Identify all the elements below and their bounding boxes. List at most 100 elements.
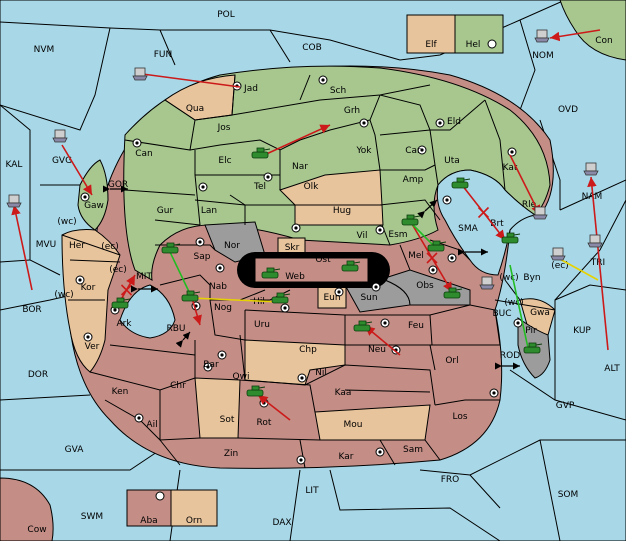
army-unit-icon[interactable] xyxy=(501,232,521,244)
fleet-unit-icon[interactable] xyxy=(6,194,22,208)
army-unit-icon[interactable] xyxy=(353,320,373,332)
supply-center-icon xyxy=(359,118,369,128)
region-label-vil: Vil xyxy=(357,231,368,241)
region-label-nar: Nar xyxy=(292,162,308,172)
region-label-kaa: Kaa xyxy=(335,388,352,398)
region-label-gwa: Gwa xyxy=(530,308,550,318)
army-unit-icon[interactable] xyxy=(261,267,281,279)
order-move-arrow xyxy=(61,144,93,196)
army-unit-icon[interactable] xyxy=(251,147,271,159)
supply-center-icon xyxy=(195,237,205,247)
region-label-kor: Kor xyxy=(81,283,96,293)
region-label-jad: Jad xyxy=(243,84,258,94)
region-label-ark: Ark xyxy=(116,319,132,329)
units xyxy=(6,29,603,397)
army-unit-icon[interactable] xyxy=(246,385,266,397)
region-label-nam: NAM xyxy=(582,192,603,202)
supply-center-icon xyxy=(134,413,144,423)
supply-center-icon xyxy=(297,373,307,383)
region-label-buc: BUC xyxy=(492,309,511,319)
region-label-mit: MIT xyxy=(136,272,152,282)
region-label-chp: Chp xyxy=(299,345,317,355)
legend-label: Orn xyxy=(186,516,202,526)
region-cow xyxy=(0,477,54,541)
region-label-som: SOM xyxy=(558,490,579,500)
region-label-mel: Mel xyxy=(408,251,424,261)
army-unit-icon[interactable] xyxy=(401,214,421,226)
fleet-unit-icon[interactable] xyxy=(132,67,148,81)
region-label-can: Can xyxy=(135,149,153,159)
legend-bottom-left xyxy=(126,489,218,527)
region-label-her: Her xyxy=(69,241,85,251)
region-label-los: Los xyxy=(452,412,467,422)
region-label-esm: Esm xyxy=(388,230,407,240)
region-label-kar: Kar xyxy=(339,452,354,462)
fleet-unit-icon[interactable] xyxy=(532,206,548,220)
region-label-rod: ROD xyxy=(500,351,520,361)
region-label-brt: Brt xyxy=(490,219,504,229)
region-label-byn: Byn xyxy=(523,273,540,283)
order-move-arrow xyxy=(364,325,401,356)
region-label-cow: Cow xyxy=(27,525,46,535)
fleet-unit-icon[interactable] xyxy=(52,129,68,143)
army-unit-icon[interactable] xyxy=(341,260,361,272)
supply-center-icon xyxy=(80,192,90,202)
coast-label: (ec) xyxy=(101,242,119,252)
order-move-arrow xyxy=(191,297,202,326)
fleet-unit-icon[interactable] xyxy=(550,247,566,261)
army-unit-icon[interactable] xyxy=(427,240,447,252)
region-sot xyxy=(194,377,241,439)
region-label-nvm: NVM xyxy=(34,45,55,55)
supply-center-icon xyxy=(296,455,306,465)
region-label-feu: Feu xyxy=(408,321,424,331)
region-label-kup: KUP xyxy=(573,326,591,336)
fleet-unit-icon[interactable] xyxy=(583,162,599,176)
supply-center-icon xyxy=(217,350,227,360)
supply-center-icon xyxy=(428,265,438,275)
order-convoy-arrow xyxy=(191,297,281,303)
region-label-swm: SWM xyxy=(81,512,103,522)
fleet-unit-icon[interactable] xyxy=(479,276,495,290)
region-label-chr: Chr xyxy=(170,381,186,391)
region-label-ovd: OVD xyxy=(558,105,578,115)
fleet-unit-icon[interactable] xyxy=(587,234,603,248)
supply-center-icon xyxy=(513,318,523,328)
order-move-arrow xyxy=(587,176,609,351)
adjacency-arrow-icon xyxy=(417,199,438,219)
supply-center-icon xyxy=(507,147,517,157)
region-label-car: Car xyxy=(405,146,421,156)
region-label-mvu: MVU xyxy=(36,240,57,250)
supply-center-icon xyxy=(334,287,344,297)
order-convoy-arrow xyxy=(557,257,599,281)
coast-label: (ec) xyxy=(109,265,127,275)
supply-center-icon xyxy=(371,282,381,292)
supply-center-icon xyxy=(263,172,273,182)
region-label-olk: Olk xyxy=(304,182,320,192)
order-move-arrow xyxy=(11,204,33,291)
region-label-dax: DAX xyxy=(272,518,291,528)
region-label-mou: Mou xyxy=(344,420,363,430)
region-label-eld: Eld xyxy=(447,117,461,127)
supply-center-icon xyxy=(447,253,457,263)
army-unit-icon[interactable] xyxy=(271,292,291,304)
army-unit-icon[interactable] xyxy=(181,290,201,302)
fleet-unit-icon[interactable] xyxy=(534,29,550,43)
region-label-tri: TRI xyxy=(590,258,605,268)
region-label-sun: Sun xyxy=(360,293,377,303)
region-label-lan: Lan xyxy=(201,206,217,216)
army-unit-icon[interactable] xyxy=(111,297,131,309)
army-unit-icon[interactable] xyxy=(451,177,471,189)
orders xyxy=(11,29,609,421)
region-label-eun: Eun xyxy=(323,293,340,303)
region-label-fro: FRO xyxy=(441,475,460,485)
region-label-nom: NOM xyxy=(532,51,554,61)
region-label-gur: Gur xyxy=(157,206,174,216)
region-label-ken: Ken xyxy=(112,387,129,397)
army-unit-icon[interactable] xyxy=(443,287,463,299)
region-label-uta: Uta xyxy=(444,156,460,166)
army-unit-icon[interactable] xyxy=(523,342,543,354)
region-label-nor: Nor xyxy=(224,241,240,251)
army-unit-icon[interactable] xyxy=(161,242,181,254)
